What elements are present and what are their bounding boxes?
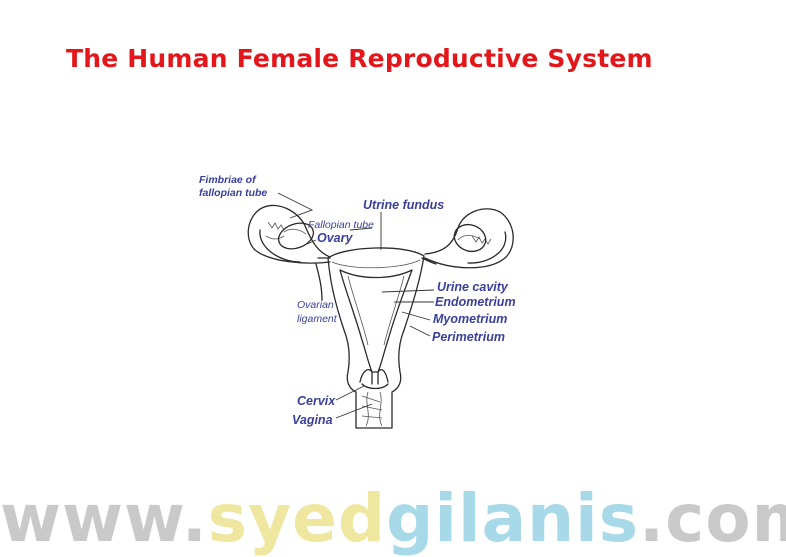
label-uterine-fundus: Utrine fundus	[363, 198, 444, 212]
ovarian-ligament	[316, 264, 322, 300]
label-fallopian-tube: Fallopian tube	[308, 219, 374, 231]
label-uterine-cavity: Urine cavity	[437, 280, 509, 294]
label-endometrium: Endometrium	[435, 295, 516, 309]
fimbriae-leader	[278, 193, 312, 218]
vagina-leader	[336, 404, 372, 418]
label-perimetrium: Perimetrium	[432, 330, 505, 344]
watermark-part-com: .com	[639, 480, 786, 557]
right-ovary	[451, 220, 490, 255]
label-fimbriae-2: fallopian tube	[199, 187, 267, 199]
label-vagina: Vagina	[292, 413, 333, 427]
cavity-leader	[382, 290, 434, 292]
cervix-leader	[336, 386, 364, 400]
label-myometrium: Myometrium	[433, 312, 507, 326]
label-cervix: Cervix	[297, 394, 336, 408]
label-ovarian-ligament-2: ligament	[297, 313, 338, 325]
label-fimbriae-1: Fimbriae of	[199, 174, 257, 186]
label-ovary: Ovary	[317, 231, 353, 245]
myometrium-leader	[402, 312, 430, 320]
label-ovarian-ligament-1: Ovarian	[297, 299, 334, 311]
watermark: www.syedgilanis.com	[0, 486, 786, 552]
uterus	[328, 248, 424, 428]
watermark-part-gilanis: gilanis	[386, 480, 639, 557]
ovary-leader	[298, 240, 316, 248]
perimetrium-leader	[410, 326, 430, 336]
watermark-part-www: www.	[0, 480, 208, 557]
watermark-part-syed: syed	[208, 480, 386, 557]
right-fallopian-tube	[425, 209, 513, 268]
